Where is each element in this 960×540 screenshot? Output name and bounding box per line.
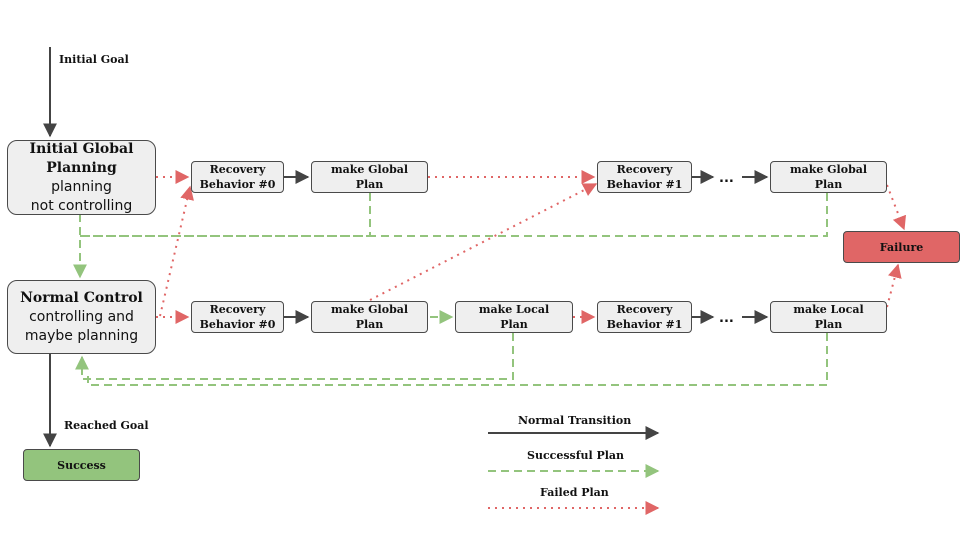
node-bot-recovery-behavior-0-line2: Behavior #0 bbox=[199, 318, 276, 331]
legend-successful-label: Successful Plan bbox=[527, 449, 625, 462]
node-top-make-global-plan: make Global Plan bbox=[311, 161, 428, 193]
legend-failed-label: Failed Plan bbox=[540, 486, 609, 499]
node-top-make-global-plan-line2: Plan bbox=[355, 178, 384, 191]
edge-bot-make-local-2-success bbox=[87, 333, 828, 386]
top-ellipsis: ... bbox=[719, 171, 734, 186]
node-bot-recovery-behavior-1: Recovery Behavior #1 bbox=[597, 301, 692, 333]
node-bot-make-local-plan-line1: make Local bbox=[478, 303, 550, 316]
edge-bot-make-local-success bbox=[75, 333, 514, 380]
node-bot-make-local-plan-line2: Plan bbox=[500, 318, 528, 331]
node-initial-global-planning-line1: planning bbox=[51, 178, 112, 195]
node-bot-make-global-plan-line1: make Global bbox=[330, 303, 409, 316]
bottom-ellipsis: ... bbox=[719, 311, 734, 326]
node-initial-global-planning: Initial Global Planning planning not con… bbox=[7, 140, 156, 215]
successful-plan-edges bbox=[73, 193, 828, 386]
node-initial-global-planning-line2: not controlling bbox=[30, 197, 133, 214]
node-success: Success bbox=[23, 449, 140, 481]
edge-label-reached-goal: Reached Goal bbox=[64, 419, 149, 432]
node-success-label: Success bbox=[57, 458, 106, 472]
node-top-recovery-behavior-1-line1: Recovery bbox=[616, 163, 673, 176]
failed-plan-edges bbox=[156, 170, 906, 324]
node-normal-control: Normal Control controlling and maybe pla… bbox=[7, 280, 156, 354]
node-bot-recovery-behavior-0: Recovery Behavior #0 bbox=[191, 301, 284, 333]
edge-top-make-global-2-to-failure bbox=[886, 184, 906, 231]
node-bot-recovery-behavior-1-line1: Recovery bbox=[616, 303, 673, 316]
node-bot-make-global-plan-line2: Plan bbox=[355, 318, 384, 331]
node-bot-recovery-behavior-0-line1: Recovery bbox=[209, 303, 266, 316]
node-bot-make-local-plan-2-line1: make Local bbox=[793, 303, 864, 316]
node-top-make-global-plan-2: make Global Plan bbox=[770, 161, 887, 193]
node-top-make-global-plan-2-line2: Plan bbox=[814, 178, 843, 191]
legend-lines bbox=[488, 426, 660, 515]
node-failure: Failure bbox=[843, 231, 960, 263]
node-failure-label: Failure bbox=[879, 240, 924, 254]
node-bot-make-local-plan: make Local Plan bbox=[455, 301, 573, 333]
edge-bot-recovery0-to-top-recovery0 bbox=[159, 185, 194, 317]
edge-top-make-global-2-success bbox=[80, 193, 828, 237]
legend-normal-label: Normal Transition bbox=[518, 414, 632, 427]
node-top-recovery-behavior-0: Recovery Behavior #0 bbox=[191, 161, 284, 193]
normal-transition-edges bbox=[43, 47, 769, 448]
node-normal-control-title: Normal Control bbox=[20, 289, 143, 306]
node-top-recovery-behavior-0-line2: Behavior #0 bbox=[199, 178, 276, 191]
node-top-recovery-behavior-1-line2: Behavior #1 bbox=[606, 178, 683, 191]
node-bot-make-local-plan-2: make Local Plan bbox=[770, 301, 887, 333]
node-normal-control-line1: controlling and bbox=[29, 308, 134, 325]
edge-label-initial-goal: Initial Goal bbox=[59, 53, 129, 66]
node-top-recovery-behavior-0-line1: Recovery bbox=[209, 163, 266, 176]
node-initial-global-planning-title: Initial Global Planning bbox=[29, 140, 134, 176]
edge-bot-make-global-to-top-recovery1 bbox=[369, 183, 598, 301]
node-bot-make-global-plan: make Global Plan bbox=[311, 301, 428, 333]
node-bot-make-local-plan-2-line2: Plan bbox=[814, 318, 843, 331]
node-normal-control-line2: maybe planning bbox=[24, 327, 139, 344]
node-top-recovery-behavior-1: Recovery Behavior #1 bbox=[597, 161, 692, 193]
node-bot-recovery-behavior-1-line2: Behavior #1 bbox=[606, 318, 683, 331]
edge-bot-make-local-2-to-failure bbox=[886, 263, 902, 308]
node-top-make-global-plan-line1: make Global bbox=[330, 163, 409, 176]
node-top-make-global-plan-2-line1: make Global bbox=[789, 163, 868, 176]
